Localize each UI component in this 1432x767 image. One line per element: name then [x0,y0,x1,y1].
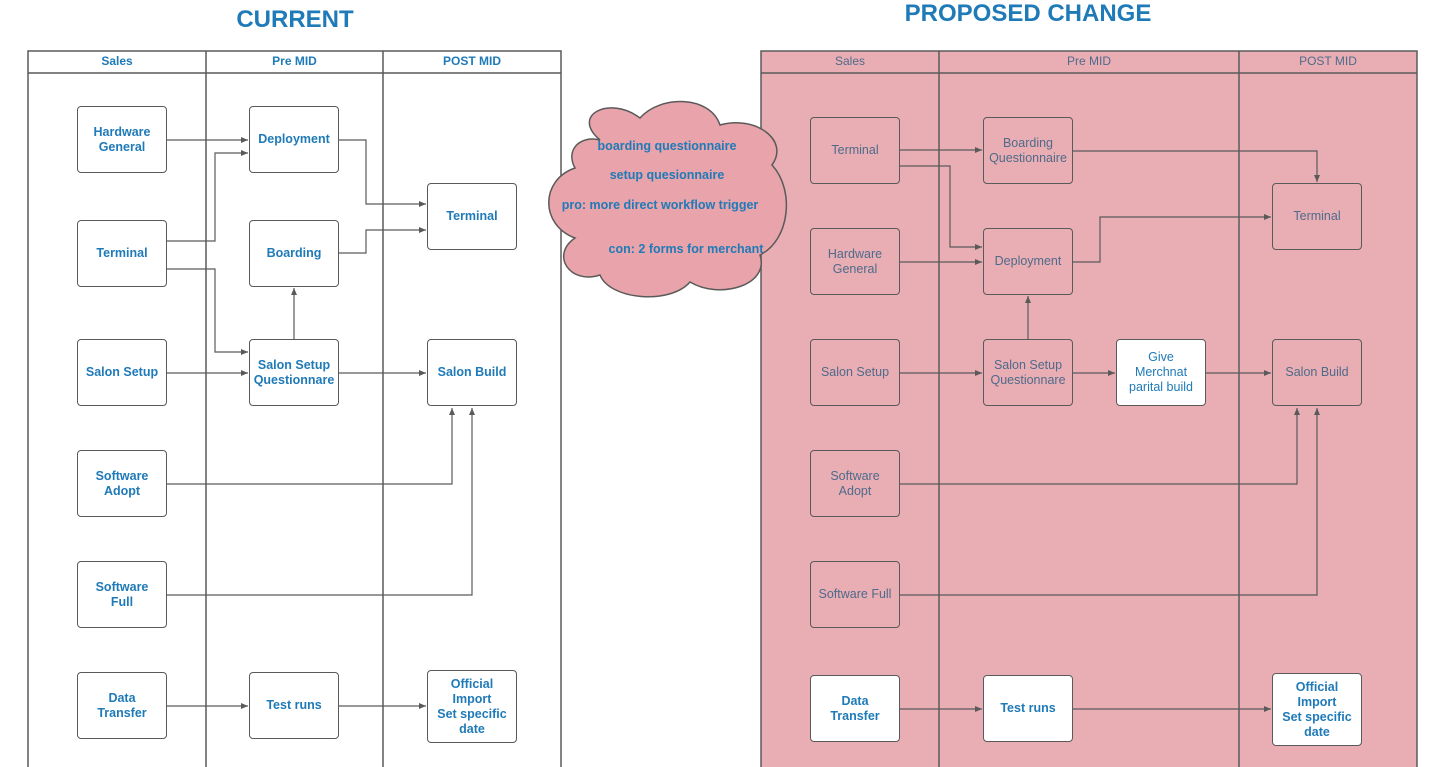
current-lane-sales: Sales [101,54,133,68]
current-boarding-box[interactable]: Boarding [249,220,339,287]
proposed-lane-post-mid: POST MID [1299,54,1357,68]
current-lane-post-mid: POST MID [442,54,501,68]
current-lane-pre-mid: Pre MID [272,54,317,68]
current-official-import-box[interactable]: Official Import Set specific date [427,670,517,743]
proposed-partial-build-box[interactable]: Give Merchnat parital build [1116,339,1206,406]
proposed-data-transfer-box[interactable]: Data Transfer [810,675,900,742]
proposed-boarding-questionnaire-box[interactable]: Boarding Questionnaire [983,117,1073,184]
cloud-line-3: pro: more direct workflow trigger [561,198,759,212]
proposed-software-full-box[interactable]: Software Full [810,561,900,628]
current-test-runs-box[interactable]: Test runs [249,672,339,739]
cloud-line-4: con: 2 forms for merchant [608,242,764,256]
proposed-hardware-general-box[interactable]: Hardware General [810,228,900,295]
proposed-salon-build-box[interactable]: Salon Build [1272,339,1362,406]
current-title: CURRENT [236,6,354,33]
cloud-line-1: boarding questionnaire [597,139,737,153]
current-salon-setup-questionnare-box[interactable]: Salon Setup Questionnare [249,339,339,406]
cloud-line-2: setup quesionnaire [609,168,725,182]
proposed-terminal-box[interactable]: Terminal [810,117,900,184]
proposed-salon-setup-box[interactable]: Salon Setup [810,339,900,406]
current-software-full-box[interactable]: Software Full [77,561,167,628]
proposed-software-adopt-box[interactable]: Software Adopt [810,450,900,517]
proposed-terminal-post-box[interactable]: Terminal [1272,183,1362,250]
current-salon-build-box[interactable]: Salon Build [427,339,517,406]
proposed-lane-pre-mid: Pre MID [1066,54,1111,68]
proposed-test-runs-box[interactable]: Test runs [983,675,1073,742]
current-terminal-box[interactable]: Terminal [77,220,167,287]
proposed-lane-sales: Sales [834,54,866,68]
proposed-official-import-box[interactable]: Official Import Set specific date [1272,673,1362,746]
current-salon-setup-box[interactable]: Salon Setup [77,339,167,406]
current-software-adopt-box[interactable]: Software Adopt [77,450,167,517]
current-hardware-general-box[interactable]: Hardware General [77,106,167,173]
proposed-title: PROPOSED CHANGE [904,0,1152,27]
current-deployment-box[interactable]: Deployment [249,106,339,173]
comment-cloud [548,100,788,298]
proposed-deployment-box[interactable]: Deployment [983,228,1073,295]
current-terminal-post-box[interactable]: Terminal [427,183,517,250]
current-data-transfer-box[interactable]: Data Transfer [77,672,167,739]
proposed-salon-setup-questionnare-box[interactable]: Salon Setup Questionnare [983,339,1073,406]
